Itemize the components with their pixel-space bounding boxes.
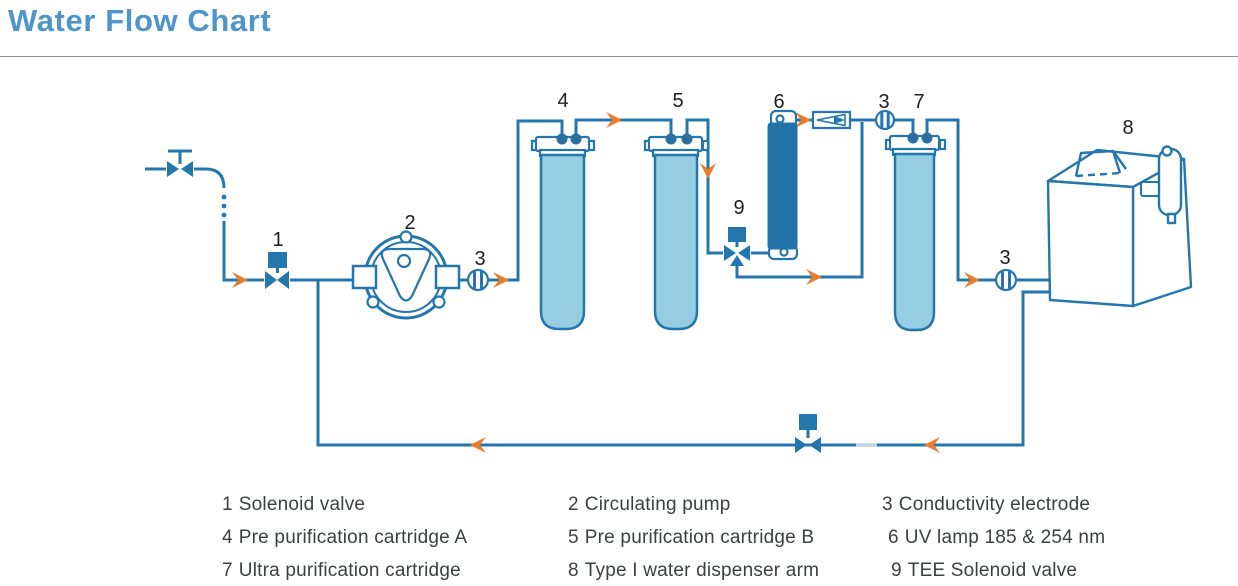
pipe-segment: [574, 118, 673, 141]
legend-label: Pre purification cartridge B: [584, 527, 815, 548]
legend-num: 7: [222, 560, 233, 581]
pre-purification-cartridge-b-icon: 5: [643, 90, 710, 331]
pipe-segment: [735, 122, 864, 279]
legend-num: 2: [568, 494, 579, 515]
legend-num: 1: [222, 494, 233, 515]
legend-num: 4: [222, 527, 233, 548]
conductivity-electrode-3c-icon: 3: [994, 247, 1018, 292]
header-divider: [0, 56, 1238, 57]
legend-label: UV lamp 185 & 254 nm: [904, 527, 1106, 548]
flow-arrows: [232, 112, 980, 453]
label-9: 9: [733, 197, 744, 219]
legend-num: 9: [891, 560, 902, 581]
pipe-dot: [221, 203, 227, 209]
uv-lamp-6-icon: 6: [767, 91, 799, 261]
pipe-dot: [221, 194, 227, 200]
legend-label: Ultra purification cartridge: [238, 560, 461, 581]
legend-label: Circulating pump: [584, 494, 731, 515]
legend-num: 5: [568, 527, 579, 548]
legend-num: 3: [882, 494, 893, 515]
water-dispenser-8-icon: 8: [1046, 117, 1193, 308]
label-4: 4: [557, 90, 568, 112]
flow-restrictor-icon: [811, 110, 852, 130]
pre-purification-cartridge-a-icon: 4: [530, 90, 596, 331]
pipe-segment: [194, 167, 226, 189]
label-8: 8: [1122, 117, 1133, 139]
label-7: 7: [913, 91, 924, 113]
tee-solenoid-valve-9-icon: 9: [724, 197, 750, 266]
label-1: 1: [272, 229, 283, 251]
legend-label: Pre purification cartridge A: [238, 527, 468, 548]
inlet-manual-valve-icon: [167, 149, 193, 177]
legend-num: 6: [888, 527, 899, 548]
label-2: 2: [404, 212, 415, 234]
recirculation-valve-icon: [795, 414, 821, 453]
label-5: 5: [672, 90, 683, 112]
pipe-segment: [316, 280, 1049, 447]
pipe-segment: [685, 118, 723, 255]
solenoid-valve-1-icon: 1: [265, 229, 289, 289]
page-title: Water Flow Chart: [8, 3, 272, 38]
ultra-purification-cartridge-icon: 7: [884, 91, 947, 332]
legend-label: Solenoid valve: [238, 494, 366, 515]
pipe-segment: [222, 221, 264, 282]
conductivity-electrode-3a-icon: 3: [466, 248, 490, 292]
label-3c: 3: [999, 247, 1010, 269]
legend-num: 8: [568, 560, 579, 581]
legend-label: TEE Solenoid valve: [907, 560, 1078, 581]
label-3a: 3: [474, 248, 485, 270]
legend-label: Conductivity electrode: [898, 494, 1091, 515]
label-6: 6: [773, 91, 784, 113]
label-3b: 3: [878, 91, 889, 113]
pipe-dot: [221, 212, 227, 218]
legend-label: Type I water dispenser arm: [584, 560, 820, 581]
conductivity-electrode-3b-icon: 3: [874, 91, 896, 131]
circulating-pump-2-icon: 2: [351, 212, 461, 320]
